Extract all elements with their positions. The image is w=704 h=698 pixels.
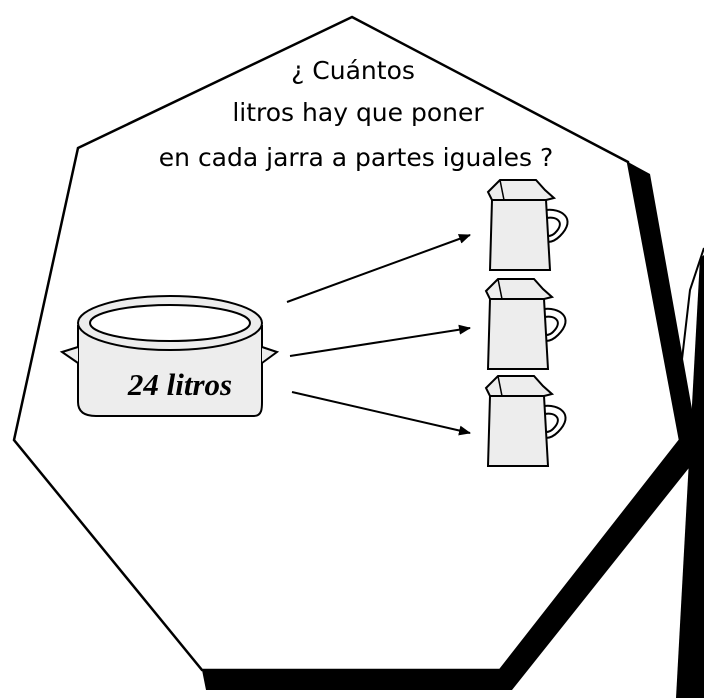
pot-left-handle <box>59 346 79 364</box>
arrow-to-jug-3 <box>291 391 471 436</box>
question-line-1: ¿ Cuántos <box>291 56 415 85</box>
pot-body <box>77 325 263 417</box>
pot-rim-inner <box>89 304 251 342</box>
arrow-to-jug-2 <box>289 324 471 357</box>
pot-right-handle <box>261 346 280 364</box>
heptagon-shadow <box>202 162 700 690</box>
pot: 24 litros <box>59 295 280 417</box>
second-card-shadow <box>676 255 704 698</box>
pot-label: 24 litros <box>127 367 232 402</box>
question-line-2: litros hay que poner <box>232 98 484 127</box>
question-line-3: en cada jarra a partes iguales ? <box>159 143 553 172</box>
arrow-to-jug-1 <box>286 234 471 303</box>
